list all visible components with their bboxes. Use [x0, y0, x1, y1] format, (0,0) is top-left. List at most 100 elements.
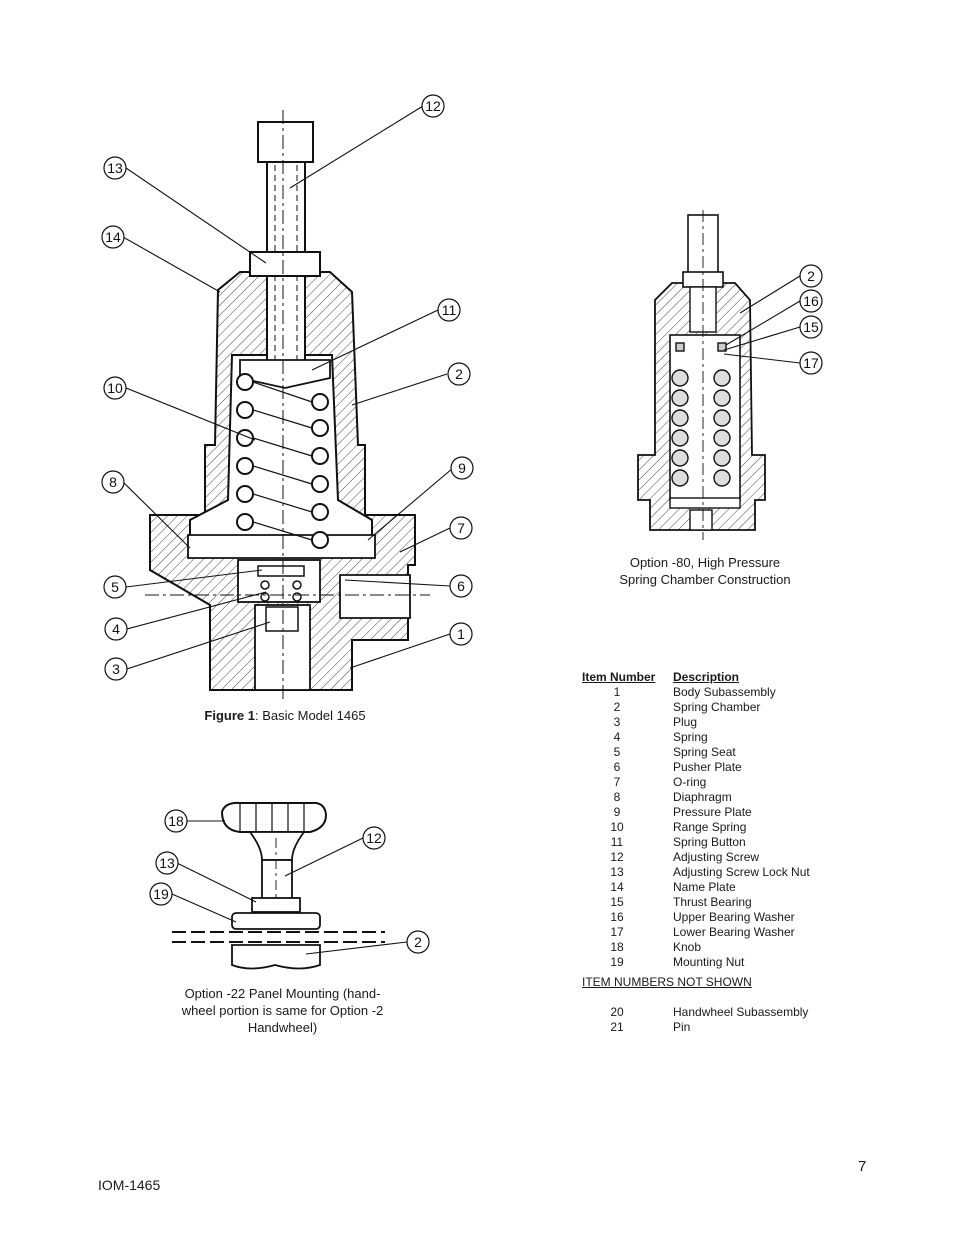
item-description: Name Plate [673, 880, 736, 894]
item-number: 11 [610, 835, 624, 849]
option80-callout-16: 16 [803, 293, 819, 309]
item-description: Diaphragm [673, 790, 732, 804]
parts-row: 3 Plug [582, 715, 842, 730]
figure1-caption-label: Figure 1 [204, 708, 255, 723]
parts-row: 21 Pin [582, 1020, 842, 1035]
not-shown-rows: 20 Handwheel Subassembly 21 Pin [582, 1005, 842, 1035]
item-number: 1 [613, 685, 621, 699]
item-number: 3 [613, 715, 621, 729]
parts-row: 6 Pusher Plate [582, 760, 842, 775]
figure1-drawing: 12 13 14 11 2 10 9 8 7 5 6 4 1 3 [101, 94, 474, 700]
callout-1: 1 [457, 626, 465, 642]
parts-row: 2 Spring Chamber [582, 700, 842, 715]
parts-row: 20 Handwheel Subassembly [582, 1005, 842, 1020]
item-number: 18 [610, 940, 624, 954]
item-description: Pusher Plate [673, 760, 742, 774]
item-number: 6 [613, 760, 621, 774]
parts-row: 16 Upper Bearing Washer [582, 910, 842, 925]
option22-drawing: 18 12 13 19 2 [149, 801, 430, 970]
parts-row: 19 Mounting Nut [582, 955, 842, 970]
item-description: Pin [673, 1020, 691, 1034]
parts-row: 8 Diaphragm [582, 790, 842, 805]
callout-12: 12 [425, 98, 441, 114]
parts-row: 5 Spring Seat [582, 745, 842, 760]
item-number: 19 [610, 955, 624, 969]
option22-callout-13: 13 [159, 855, 175, 871]
item-description: Spring Seat [673, 745, 736, 759]
option22-caption-line1: Option -22 Panel Mounting (hand- [184, 986, 381, 1001]
header-item-number: Item Number [582, 670, 656, 684]
item-number: 12 [610, 850, 624, 864]
callout-5: 5 [111, 579, 119, 595]
item-number: 9 [613, 805, 621, 819]
not-shown-heading: ITEM NUMBERS NOT SHOWN [582, 975, 752, 989]
parts-row: 15 Thrust Bearing [582, 895, 842, 910]
option22-caption-line3: Handwheel) [247, 1020, 318, 1035]
item-description: Pressure Plate [673, 805, 752, 819]
item-number: 8 [613, 790, 621, 804]
item-number: 14 [610, 880, 624, 894]
item-description: Body Subassembly [673, 685, 776, 699]
item-number: 17 [610, 925, 624, 939]
callout-7: 7 [457, 520, 465, 536]
parts-row: 13 Adjusting Screw Lock Nut [582, 865, 842, 880]
parts-row: 18 Knob [582, 940, 842, 955]
item-description: Knob [673, 940, 702, 954]
option80-caption-line2: Spring Chamber Construction [619, 572, 791, 587]
item-description: Mounting Nut [673, 955, 745, 969]
item-description: Lower Bearing Washer [673, 925, 795, 939]
callout-14: 14 [105, 229, 121, 245]
option80-callout-2: 2 [807, 268, 815, 284]
item-number: 7 [613, 775, 621, 789]
option80-callout-15: 15 [803, 319, 819, 335]
option80-caption-line1: Option -80, High Pressure [629, 555, 781, 570]
parts-row: 14 Name Plate [582, 880, 842, 895]
item-number: 16 [610, 910, 624, 924]
parts-row: 17 Lower Bearing Washer [582, 925, 842, 940]
item-description: Spring [673, 730, 708, 744]
figure1-caption: Figure 1: Basic Model 1465 [160, 707, 410, 724]
item-description: Thrust Bearing [673, 895, 752, 909]
option80-caption: Option -80, High Pressure Spring Chamber… [585, 554, 825, 588]
callout-11: 11 [442, 302, 457, 318]
option22-caption: Option -22 Panel Mounting (hand- wheel p… [160, 985, 405, 1036]
item-description: Range Spring [673, 820, 747, 834]
option22-callout-12: 12 [366, 830, 382, 846]
item-number: 15 [610, 895, 624, 909]
item-number: 5 [613, 745, 621, 759]
callout-4: 4 [112, 621, 120, 637]
item-description: Plug [673, 715, 698, 729]
header-description: Description [673, 670, 740, 684]
item-number: 13 [610, 865, 624, 879]
callout-3: 3 [112, 661, 120, 677]
parts-row: 10 Range Spring [582, 820, 842, 835]
option22-caption-line2: wheel portion is same for Option -2 [181, 1003, 384, 1018]
figure1-caption-text: : Basic Model 1465 [255, 708, 366, 723]
callout-10: 10 [107, 380, 123, 396]
parts-row: 1 Body Subassembly [582, 685, 842, 700]
option22-callout-18: 18 [168, 813, 184, 829]
item-description: Adjusting Screw Lock Nut [673, 865, 810, 879]
item-description: O-ring [673, 775, 707, 789]
item-description: Spring Chamber [673, 700, 761, 714]
parts-list: Item Number Description 1 Body Subassembl… [582, 670, 842, 970]
item-number: 21 [610, 1020, 624, 1034]
callout-2: 2 [455, 366, 463, 382]
item-description: Handwheel Subassembly [673, 1005, 809, 1019]
parts-row: 4 Spring [582, 730, 842, 745]
callout-13: 13 [107, 160, 123, 176]
option22-callout-2: 2 [414, 934, 422, 950]
item-description: Upper Bearing Washer [673, 910, 795, 924]
item-number: 4 [613, 730, 621, 744]
parts-row: 9 Pressure Plate [582, 805, 842, 820]
parts-row: 7 O-ring [582, 775, 842, 790]
page-number: 7 [858, 1158, 867, 1175]
item-number: 20 [610, 1005, 624, 1019]
callout-9: 9 [458, 460, 466, 476]
parts-list-header: Item Number Description [582, 670, 842, 685]
callout-6: 6 [457, 578, 465, 594]
item-number: 2 [613, 700, 621, 714]
item-number: 10 [610, 820, 624, 834]
